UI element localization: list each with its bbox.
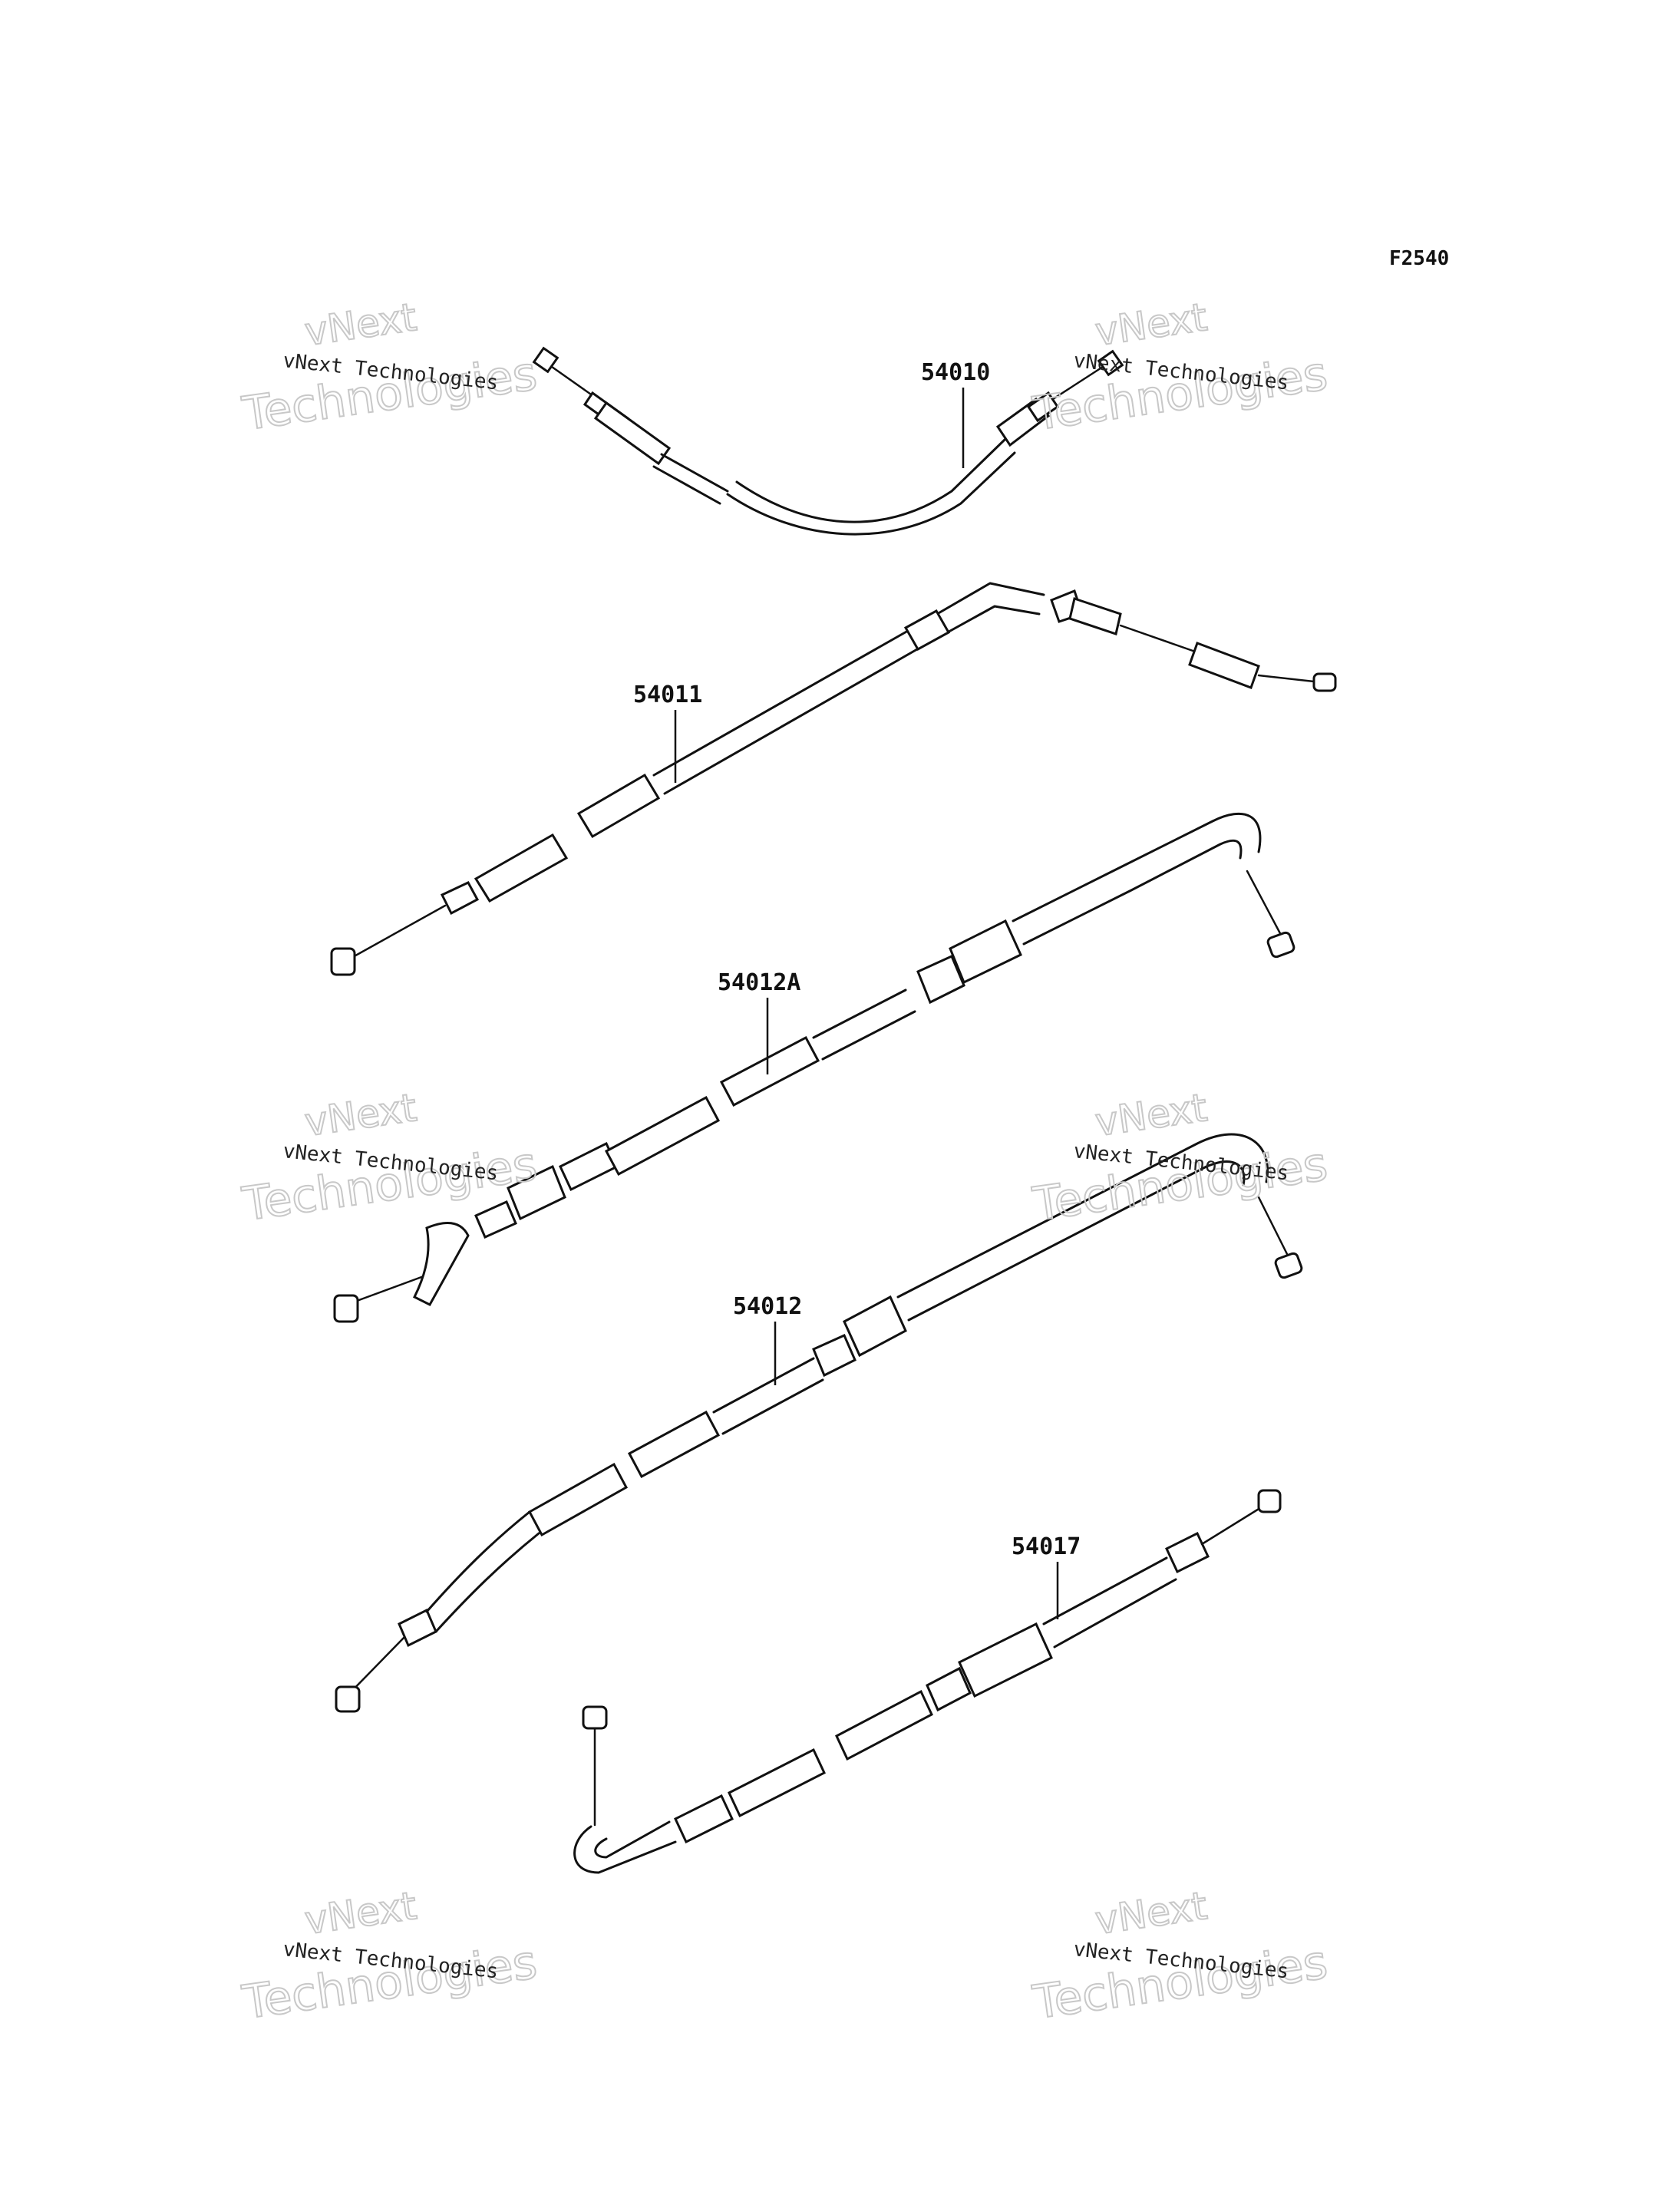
label-54012: 54012 [733,1293,802,1320]
svg-text:vNext: vNext [1093,1883,1210,1943]
label-54012A: 54012A [718,969,800,996]
watermark-top-right: vNext Technologies vNext Technologies [1028,294,1331,442]
svg-text:vNext: vNext [302,1883,420,1943]
watermark-bottom-right: vNext Technologies vNext Technologies [1028,1883,1331,2031]
svg-text:vNext: vNext [302,1085,420,1145]
cable-54017 [573,1489,1282,1874]
cable-54011 [330,582,1337,976]
svg-text:vNext: vNext [302,295,420,355]
label-54011: 54011 [633,682,702,708]
label-54017: 54017 [1012,1533,1081,1560]
cable-54010 [532,346,1124,536]
watermark-top-left: vNext Technologies vNext Technologies [238,294,540,442]
figure-code: F2540 [1389,247,1449,270]
watermark-mid-right: vNext Technologies vNext Technologies [1028,1084,1331,1233]
cable-54012A [333,812,1295,1323]
label-54010: 54010 [921,359,990,386]
cable-54012 [335,1133,1303,1713]
svg-text:vNext: vNext [1093,1085,1210,1145]
watermark-bottom-left: vNext Technologies vNext Technologies [238,1883,540,2031]
svg-text:vNext: vNext [1093,295,1210,355]
